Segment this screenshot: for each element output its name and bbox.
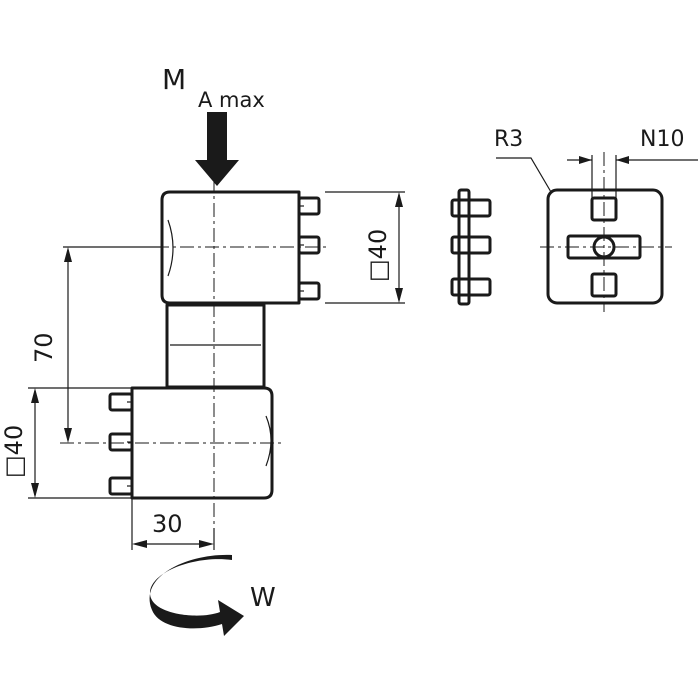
dimension-70: [63, 246, 162, 443]
rotation-label: W: [250, 583, 276, 613]
dimension-slot: [567, 155, 698, 220]
moment-label-sub: A max: [198, 88, 265, 112]
dimension-upper-square: [325, 191, 405, 304]
side-view: [450, 188, 492, 306]
dimension-70-label: 70: [30, 332, 58, 363]
connecting-tube: [165, 303, 266, 389]
down-arrow-icon: [195, 112, 239, 186]
dimension-upper-square-label: □40: [364, 229, 392, 282]
curved-arrow-icon: [149, 554, 244, 636]
upper-block: [160, 190, 321, 305]
dimension-lower-square: [28, 387, 132, 499]
radius-label: R3: [494, 127, 523, 152]
dimension-30-label: 30: [152, 510, 183, 538]
dimension-lower-square-label: □40: [0, 425, 28, 478]
radius-leader: [496, 157, 552, 193]
moment-label-main: M: [162, 63, 186, 96]
lower-block: [108, 386, 274, 500]
dimension-30: [131, 498, 215, 550]
slot-label: N10: [640, 127, 684, 152]
